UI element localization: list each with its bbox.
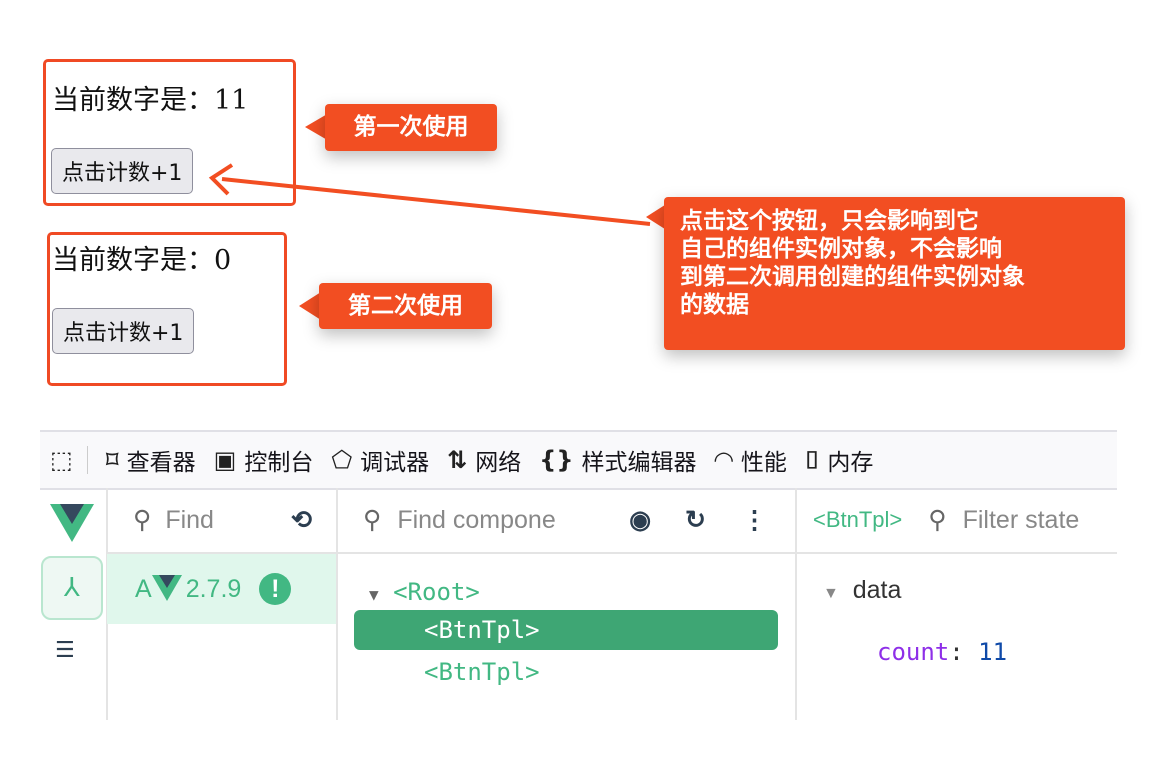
target-icon[interactable]: ◉	[629, 506, 652, 534]
tab-memory[interactable]: ⌷ 内存	[805, 443, 873, 477]
console-icon: ▣	[213, 446, 237, 474]
components-tab-icon[interactable]: ⅄	[41, 556, 103, 620]
callout-note: 点击这个按钮，只会影响到它 自己的组件实例对象，不会影响 到第二次调用创建的组件…	[664, 197, 1125, 350]
callout-second-use: 第二次使用	[319, 283, 492, 329]
network-icon: ⇅	[447, 446, 468, 474]
inspector-icon: ⌑	[105, 446, 119, 474]
gauge-icon: ◠	[714, 446, 733, 474]
tab-label: 内存	[827, 450, 874, 476]
tab-label: 样式编辑器	[581, 450, 697, 476]
state-row[interactable]: count: 11	[877, 638, 1008, 666]
tree-node-selected[interactable]: <BtnTpl>	[354, 610, 778, 650]
search-icon: ⚲	[928, 506, 947, 534]
warning-badge-icon[interactable]: !	[259, 573, 292, 605]
state-key: count	[877, 638, 950, 666]
vue-sidebar: ⅄ ☰	[40, 488, 108, 720]
count-label-2: 当前数字是：0	[52, 245, 232, 276]
state-value[interactable]: 11	[978, 638, 1008, 666]
tab-network[interactable]: ⇅ 网络	[447, 443, 521, 477]
tree-node[interactable]: <BtnTpl>	[424, 658, 540, 686]
tab-label: 网络	[475, 450, 522, 476]
tab-label: 调试器	[360, 450, 430, 476]
debugger-icon: ⬠	[331, 446, 353, 474]
state-filter-input[interactable]: Filter state	[962, 505, 1080, 534]
count-label-1: 当前数字是：11	[52, 85, 249, 116]
collapse-triangle-icon: ▼	[823, 585, 839, 602]
selected-component: <BtnTpl>	[813, 507, 903, 532]
instance-2-box: 当前数字是：0 点击计数+1	[47, 232, 287, 386]
instance-1-box: 当前数字是：11 点击计数+1	[43, 59, 296, 206]
arrow	[208, 163, 651, 226]
vue-logo-icon	[151, 575, 182, 601]
callout-first-use: 第一次使用	[325, 104, 497, 151]
note-line: 自己的组件实例对象，不会影响	[680, 236, 1002, 262]
node-label: <Root>	[393, 578, 480, 606]
callout-pointer	[646, 203, 668, 231]
increment-button-1[interactable]: 点击计数+1	[51, 148, 194, 194]
tab-inspector[interactable]: ⌑ 查看器	[106, 443, 196, 477]
timeline-tab-icon[interactable]: ☰	[55, 638, 75, 663]
memory-chip-icon: ⌷	[804, 446, 820, 474]
section-label: data	[852, 576, 902, 604]
more-menu-icon[interactable]: ⋮	[742, 506, 767, 534]
collapse-triangle-icon[interactable]: ▼	[369, 585, 379, 604]
note-line: 点击这个按钮，只会影响到它	[680, 208, 979, 234]
component-tree-panel: ⚲ Find compone ◉ ↻ ⋮ ▼ <Root> <BtnTpl> <B…	[337, 488, 797, 720]
tab-label: 性能	[740, 450, 787, 476]
search-icon: ⚲	[133, 506, 152, 534]
tree-node-root[interactable]: ▼ <Root>	[369, 578, 480, 606]
app-row[interactable]: A 2.7.9 !	[107, 554, 336, 624]
data-section-toggle[interactable]: ▼ data	[823, 576, 901, 605]
refresh-icon[interactable]: ⟲	[291, 506, 312, 534]
devtools-toolbar: ⬚ ⌑ 查看器 ▣ 控制台 ⬠ 调试器 ⇅ 网络 {} 样式编辑器 ◠ 性能 ⌷ 内存	[40, 430, 1117, 490]
app-search-input[interactable]: Find	[165, 505, 214, 534]
tab-label: 控制台	[244, 450, 314, 476]
element-picker-icon[interactable]: ⬚	[50, 446, 88, 474]
increment-button-2[interactable]: 点击计数+1	[52, 308, 195, 354]
state-panel: <BtnTpl> ⚲ Filter state ▼ data count: 11	[797, 488, 1117, 720]
note-line: 的数据	[680, 292, 749, 318]
app-name: A	[135, 574, 152, 603]
apps-panel: ⚲ Find ⟲ A 2.7.9 !	[107, 488, 338, 720]
tab-label: 查看器	[126, 450, 196, 476]
callout-pointer	[299, 292, 321, 320]
tab-console[interactable]: ▣ 控制台	[214, 443, 314, 477]
vue-logo-icon	[50, 504, 94, 542]
tab-style-editor[interactable]: {} 样式编辑器	[539, 443, 696, 477]
component-search-input[interactable]: Find compone	[397, 505, 556, 534]
search-icon: ⚲	[363, 506, 382, 534]
refresh-icon[interactable]: ↻	[685, 506, 706, 534]
tab-performance[interactable]: ◠ 性能	[714, 443, 786, 477]
vue-version: 2.7.9	[185, 574, 242, 603]
note-line: 到第二次调用创建的组件实例对象	[680, 264, 1025, 290]
tab-debugger[interactable]: ⬠ 调试器	[331, 443, 429, 477]
braces-icon: {}	[539, 446, 574, 474]
